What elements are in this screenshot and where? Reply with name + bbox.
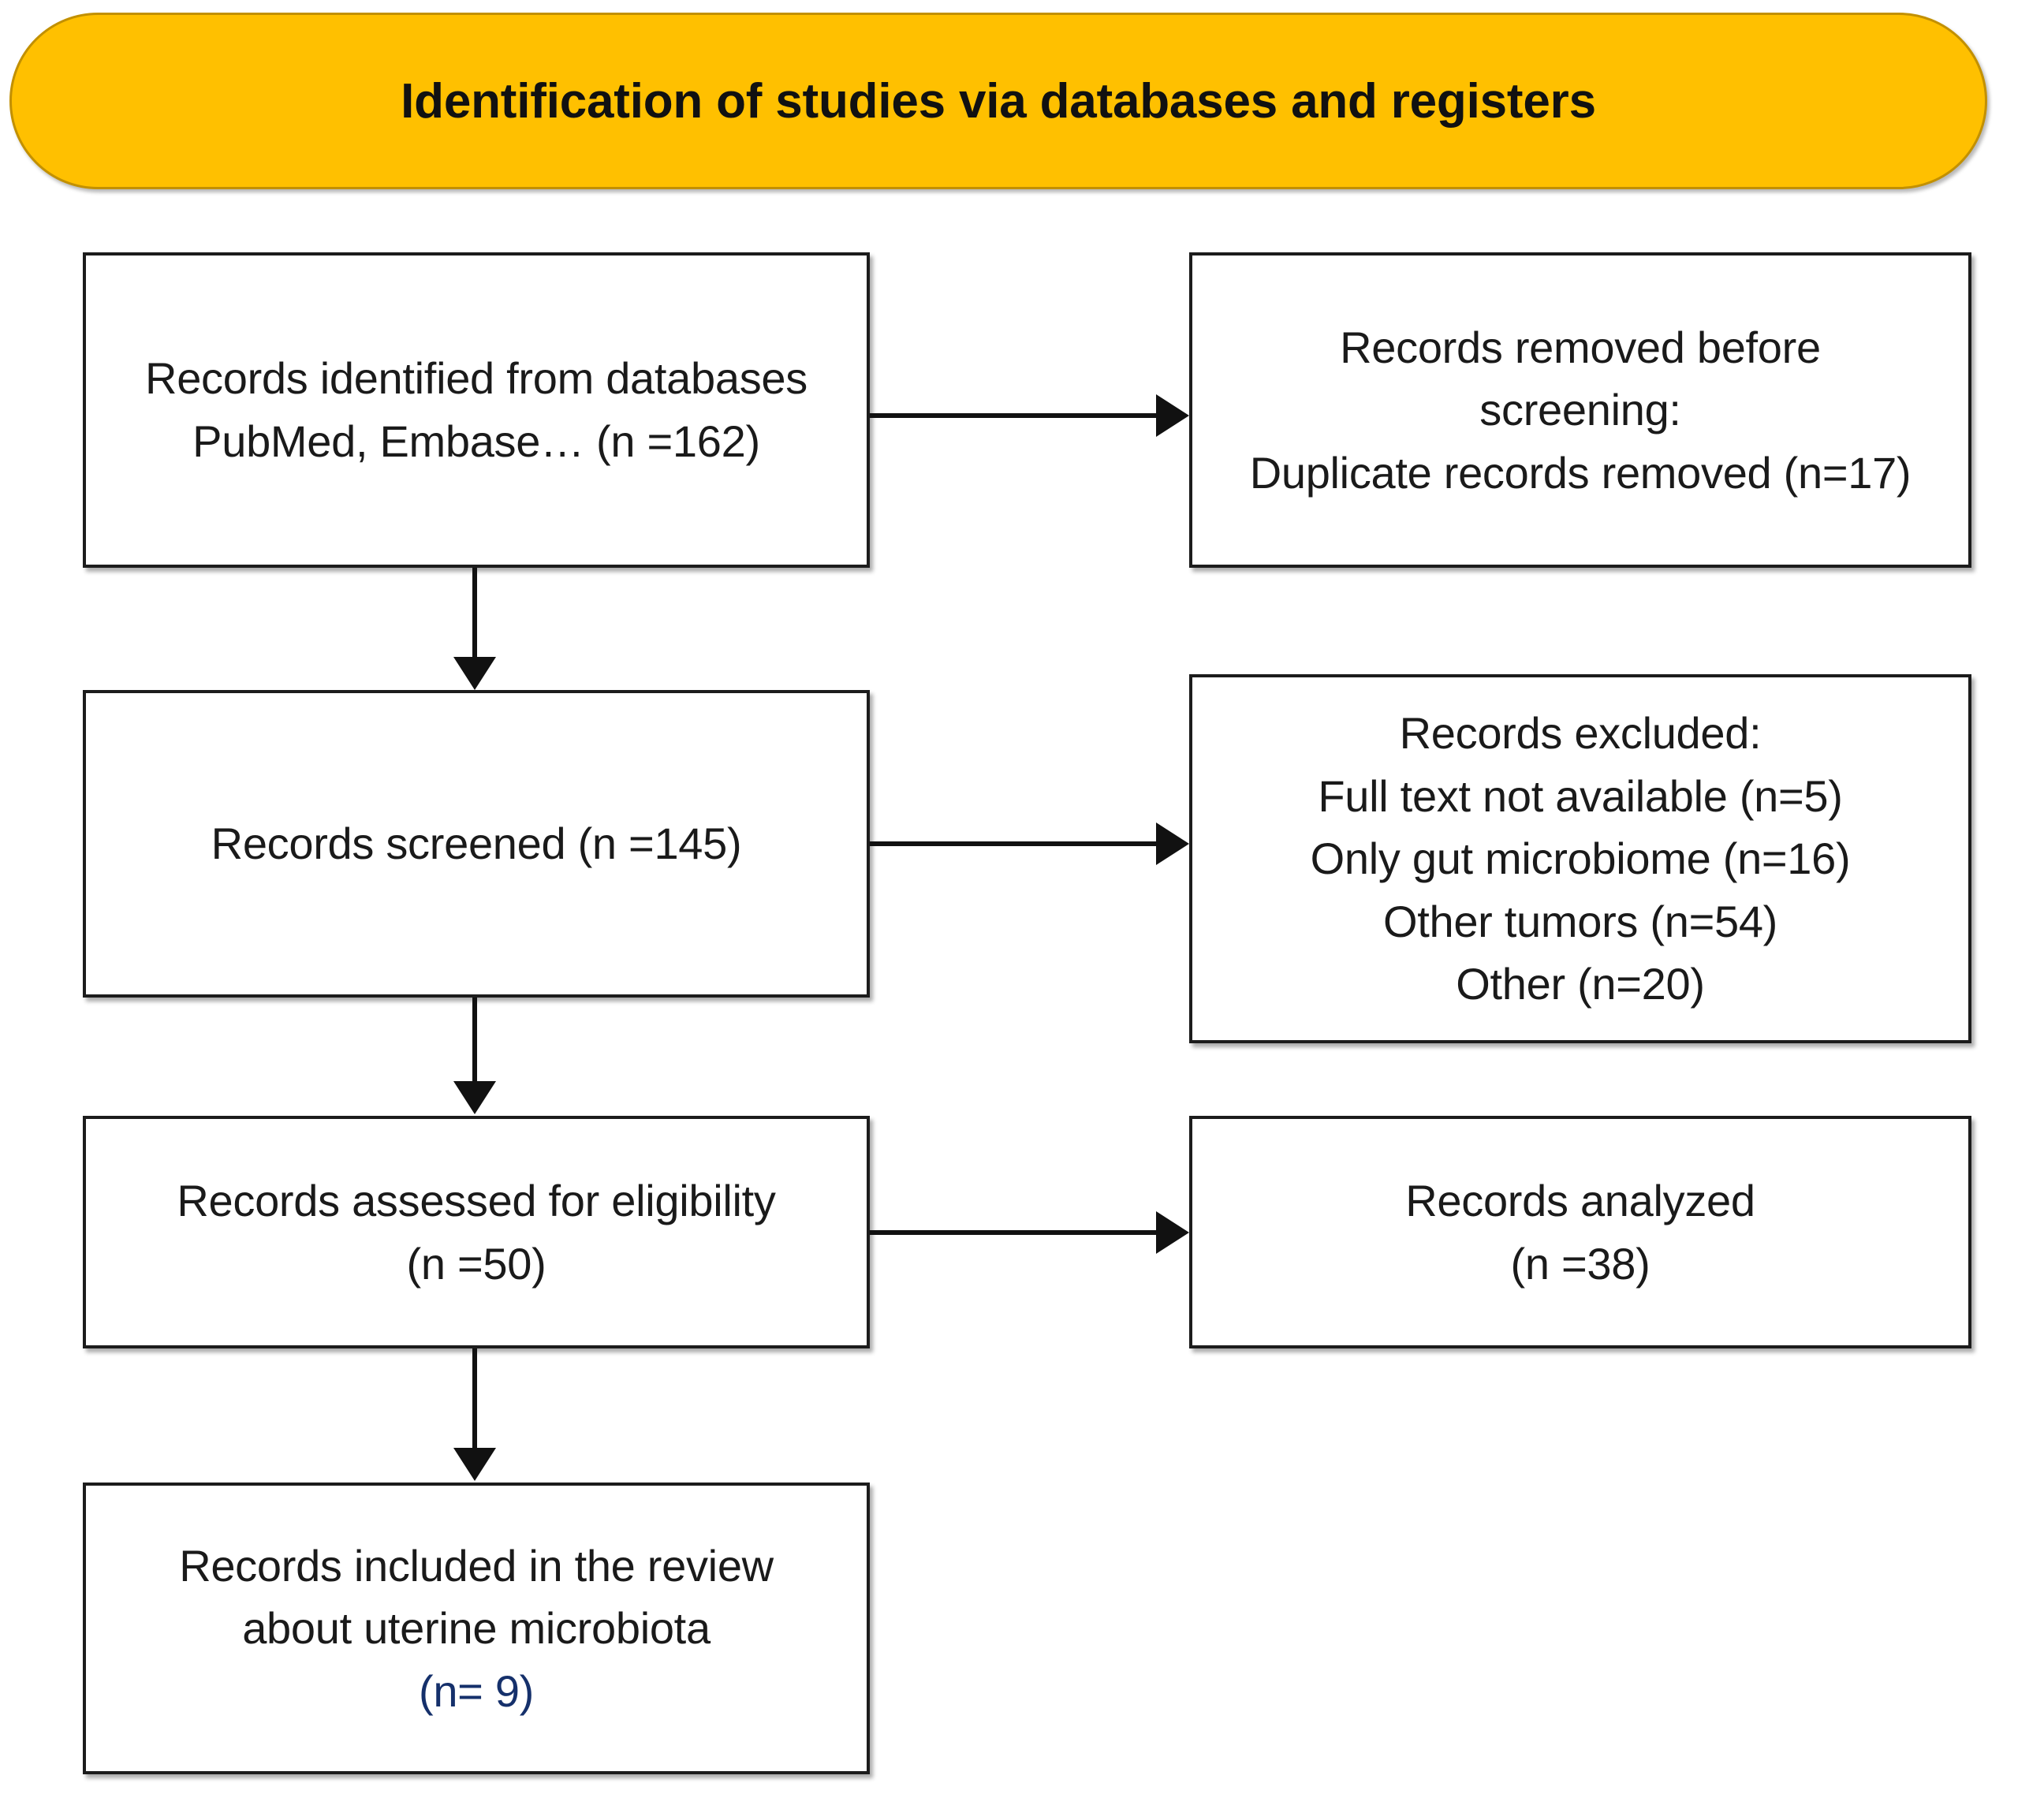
records-eligible-line-1: Records assessed for eligibility [177,1175,776,1225]
connector-screened-to-eligible-line [472,998,477,1083]
connector-eligible-to-analyzed-line [870,1230,1158,1235]
connector-screened-to-eligible-arrowhead [453,1081,496,1114]
identification-banner: Identification of studies via databases … [9,13,1987,189]
box-records-analyzed: Records analyzed (n =38) [1189,1116,1971,1348]
records-identified-line-2: PubMed, Embase… (n =162) [192,416,760,466]
connector-eligible-to-analyzed-arrowhead [1156,1211,1189,1254]
connector-identified-to-removed-line [870,413,1158,418]
connector-identified-to-screened-line [472,568,477,658]
box-records-excluded: Records excluded: Full text not availabl… [1189,674,1971,1043]
box-records-identified-text: Records identified from databases PubMed… [131,347,822,472]
box-records-removed: Records removed before screening: Duplic… [1189,252,1971,568]
box-records-identified: Records identified from databases PubMed… [83,252,870,568]
box-records-excluded-text: Records excluded: Full text not availabl… [1296,702,1865,1016]
records-excluded-line-1: Records excluded: [1399,708,1762,759]
connector-identified-to-screened-arrowhead [453,657,496,690]
connector-screened-to-excluded-line [870,841,1158,846]
records-excluded-line-3: Only gut microbiome (n=16) [1310,834,1851,884]
connector-eligible-to-included-arrowhead [453,1448,496,1481]
box-records-removed-text: Records removed before screening: Duplic… [1236,316,1926,505]
box-records-screened: Records screened (n =145) [83,690,870,998]
connector-eligible-to-included-line [472,1348,477,1449]
records-removed-line-2: screening: [1479,385,1681,435]
connector-identified-to-removed-arrowhead [1156,394,1189,437]
connector-screened-to-excluded-arrowhead [1156,822,1189,865]
box-records-included-text: Records included in the review about ute… [165,1535,788,1723]
records-excluded-line-4: Other tumors (n=54) [1382,896,1778,946]
box-records-screened-text: Records screened (n =145) [197,812,756,875]
records-removed-line-3: Duplicate records removed (n=17) [1249,447,1912,498]
records-included-count: (n= 9) [418,1665,535,1716]
records-included-line-1: Records included in the review [179,1540,774,1591]
box-records-analyzed-text: Records analyzed (n =38) [1391,1169,1769,1295]
records-screened-line-1: Records screened (n =145) [211,819,742,869]
box-records-included: Records included in the review about ute… [83,1483,870,1774]
box-records-assessed-eligibility: Records assessed for eligibility (n =50) [83,1116,870,1348]
records-included-line-2: about uterine microbiota [242,1603,711,1654]
records-identified-line-1: Records identified from databases [145,353,808,404]
records-analyzed-line-2: (n =38) [1510,1238,1650,1289]
records-analyzed-line-1: Records analyzed [1405,1175,1755,1225]
records-excluded-line-2: Full text not available (n=5) [1318,770,1843,821]
box-records-assessed-eligibility-text: Records assessed for eligibility (n =50) [162,1169,789,1295]
banner-title: Identification of studies via databases … [401,73,1596,129]
records-eligible-line-2: (n =50) [406,1238,546,1289]
records-excluded-line-5: Other (n=20) [1456,959,1705,1009]
records-removed-line-1: Records removed before [1340,322,1821,372]
